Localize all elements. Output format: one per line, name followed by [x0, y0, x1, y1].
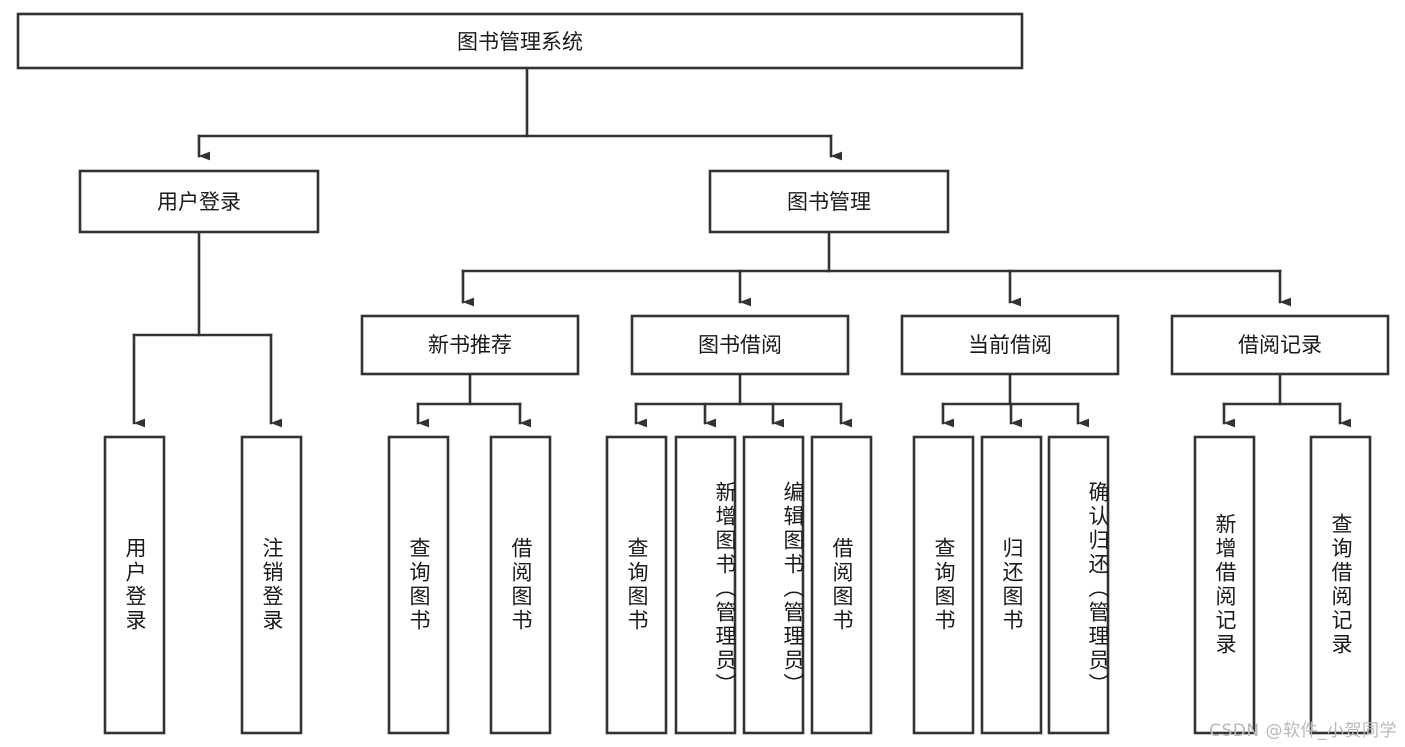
leaf-box-query-book-2[interactable]	[605, 435, 668, 735]
leaf-box-edit-book-admin[interactable]	[742, 435, 805, 735]
node-current-borrow-label: 当前借阅	[968, 333, 1052, 357]
leaf-box-layer	[103, 435, 1372, 735]
csdn-watermark: CSDN @软件_小贺同学	[1209, 721, 1397, 741]
leaf-box-add-book-admin[interactable]	[674, 435, 737, 735]
node-borrow-record-box[interactable]	[1170, 314, 1390, 376]
node-user-login-label: 用户登录	[157, 190, 241, 214]
node-user-login[interactable]: 用户登录	[78, 169, 320, 234]
leaf-box-query-book-1[interactable]	[387, 435, 450, 735]
node-book-borrow[interactable]: 图书借阅	[630, 314, 850, 376]
leaf-box-borrow-book-1[interactable]	[489, 435, 552, 735]
node-book-manage-label: 图书管理	[787, 190, 871, 214]
leaf-box-return-book[interactable]	[980, 435, 1043, 735]
leaf-box-query-borrow-record[interactable]	[1309, 435, 1372, 735]
node-borrow-record-label: 借阅记录	[1238, 333, 1322, 357]
connector-layer	[132, 66, 1351, 428]
leaf-box-borrow-book-2[interactable]	[810, 435, 873, 735]
node-user-login-box[interactable]	[78, 169, 320, 234]
leaf-box-user-login[interactable]	[103, 435, 166, 735]
node-book-borrow-box[interactable]	[630, 314, 850, 376]
node-root-label: 图书管理系统	[457, 30, 583, 54]
node-new-book-recommend[interactable]: 新书推荐	[360, 314, 580, 376]
node-book-borrow-label: 图书借阅	[698, 333, 782, 357]
leaf-box-add-borrow-record[interactable]	[1193, 435, 1256, 735]
node-borrow-record[interactable]: 借阅记录	[1170, 314, 1390, 376]
node-current-borrow-box[interactable]	[900, 314, 1120, 376]
leaf-box-confirm-return-admin[interactable]	[1047, 435, 1110, 735]
leaf-box-logout-login[interactable]	[240, 435, 303, 735]
node-new-book-recommend-label: 新书推荐	[428, 333, 512, 357]
node-book-manage[interactable]: 图书管理	[708, 169, 950, 234]
node-book-manage-box[interactable]	[708, 169, 950, 234]
node-root[interactable]: 图书管理系统	[16, 12, 1024, 70]
node-new-book-recommend-box[interactable]	[360, 314, 580, 376]
leaf-box-query-book-3[interactable]	[912, 435, 975, 735]
node-current-borrow[interactable]: 当前借阅	[900, 314, 1120, 376]
node-root-box[interactable]	[16, 12, 1024, 70]
